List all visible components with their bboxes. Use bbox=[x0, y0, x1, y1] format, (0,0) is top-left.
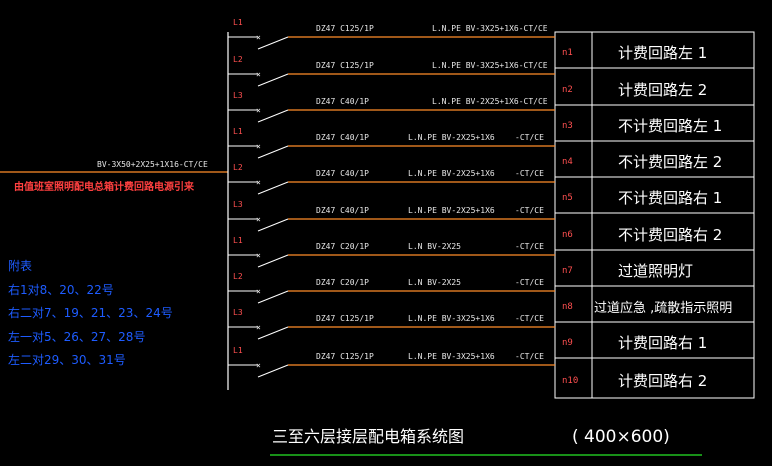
breaker-switch bbox=[257, 181, 289, 195]
breaker-x-mark: × bbox=[256, 361, 261, 370]
phase-label: L3 bbox=[233, 200, 243, 209]
breaker-label: DZ47 C20/1P bbox=[316, 278, 369, 287]
breaker-switch bbox=[257, 109, 289, 123]
notes-line: 右1对8、20、22号 bbox=[8, 282, 114, 297]
breaker-switch bbox=[257, 364, 289, 378]
breaker-x-mark: × bbox=[256, 215, 261, 224]
cable-label: L.N.PE BV-2X25+1X6 bbox=[408, 206, 495, 215]
circuit-number: n4 bbox=[562, 157, 573, 167]
circuit-name: 计费回路右 2 bbox=[618, 372, 707, 390]
cable-label: L.N BV-2X25 bbox=[408, 242, 461, 251]
breaker-x-mark: × bbox=[256, 33, 261, 42]
circuit-number: n9 bbox=[562, 338, 573, 348]
phase-label: L2 bbox=[233, 55, 243, 64]
phase-label: L2 bbox=[233, 163, 243, 172]
circuit-number: n2 bbox=[562, 85, 573, 95]
breaker-label: DZ47 C40/1P bbox=[316, 133, 369, 142]
cable-suffix-label: -CT/CE bbox=[515, 206, 544, 215]
breaker-x-mark: × bbox=[256, 70, 261, 79]
breaker-x-mark: × bbox=[256, 106, 261, 115]
cable-label: L.N.PE BV-3X25+1X6 bbox=[408, 314, 495, 323]
cable-suffix-label: -CT/CE bbox=[515, 314, 544, 323]
phase-label: L2 bbox=[233, 272, 243, 281]
circuit-name: 计费回路右 1 bbox=[618, 334, 707, 352]
notes-line: 左二对29、30、31号 bbox=[8, 352, 126, 367]
breaker-switch bbox=[257, 254, 289, 268]
circuit-name: 不计费回路左 2 bbox=[618, 153, 722, 171]
circuit-number: n3 bbox=[562, 121, 573, 131]
circuit-name: 不计费回路右 2 bbox=[618, 226, 722, 244]
cable-label: L.N.PE BV-3X25+1X6 bbox=[408, 352, 495, 361]
breaker-label: DZ47 C125/1P bbox=[316, 61, 374, 70]
incoming-source-label: 由值班室照明配电总箱计费回路电源引来 bbox=[14, 180, 195, 193]
phase-label: L1 bbox=[233, 18, 243, 27]
phase-label: L1 bbox=[233, 127, 243, 136]
breaker-x-mark: × bbox=[256, 251, 261, 260]
cable-suffix-label: -CT/CE bbox=[515, 278, 544, 287]
breaker-x-mark: × bbox=[256, 323, 261, 332]
breaker-switch bbox=[257, 73, 289, 87]
cable-label: L.N BV-2X25 bbox=[408, 278, 461, 287]
cable-suffix-label: -CT/CE bbox=[515, 352, 544, 361]
circuit-number: n8 bbox=[562, 302, 573, 312]
circuit-name: 计费回路左 1 bbox=[618, 44, 707, 62]
circuit-name: 不计费回路左 1 bbox=[618, 117, 722, 135]
breaker-label: DZ47 C40/1P bbox=[316, 206, 369, 215]
circuit-number: n1 bbox=[562, 48, 573, 58]
phase-label: L1 bbox=[233, 236, 243, 245]
notes-line: 右二对7、19、21、23、24号 bbox=[8, 305, 173, 320]
breaker-label: DZ47 C40/1P bbox=[316, 169, 369, 178]
breaker-label: DZ47 C20/1P bbox=[316, 242, 369, 251]
breaker-switch bbox=[257, 290, 289, 304]
cable-suffix-label: -CT/CE bbox=[515, 133, 544, 142]
breaker-label: DZ47 C40/1P bbox=[316, 97, 369, 106]
cable-label: L.N.PE BV-3X25+1X6-CT/CE bbox=[432, 24, 548, 33]
circuit-number: n10 bbox=[562, 376, 578, 386]
breaker-label: DZ47 C125/1P bbox=[316, 314, 374, 323]
box-size: ( 400×600) bbox=[572, 427, 670, 447]
breaker-switch bbox=[257, 218, 289, 232]
circuit-number: n5 bbox=[562, 193, 573, 203]
cable-label: L.N.PE BV-2X25+1X6-CT/CE bbox=[432, 97, 548, 106]
cable-label: L.N.PE BV-2X25+1X6 bbox=[408, 133, 495, 142]
cable-label: L.N.PE BV-3X25+1X6-CT/CE bbox=[432, 61, 548, 70]
phase-label: L1 bbox=[233, 346, 243, 355]
circuit-number: n7 bbox=[562, 266, 573, 276]
cable-suffix-label: -CT/CE bbox=[515, 169, 544, 178]
cable-suffix-label: -CT/CE bbox=[515, 242, 544, 251]
cable-label: L.N.PE BV-2X25+1X6 bbox=[408, 169, 495, 178]
breaker-switch bbox=[257, 145, 289, 159]
notes-line: 左一对5、26、27、28号 bbox=[8, 329, 145, 344]
circuit-number: n6 bbox=[562, 230, 573, 240]
circuit-table bbox=[554, 31, 755, 399]
breaker-x-mark: × bbox=[256, 178, 261, 187]
phase-label: L3 bbox=[233, 91, 243, 100]
circuit-name: 过道照明灯 bbox=[618, 262, 693, 280]
phase-label: L3 bbox=[233, 308, 243, 317]
circuit-name: 计费回路左 2 bbox=[618, 81, 707, 99]
breaker-label: DZ47 C125/1P bbox=[316, 24, 374, 33]
breaker-x-mark: × bbox=[256, 287, 261, 296]
breaker-label: DZ47 C125/1P bbox=[316, 352, 374, 361]
breaker-switch bbox=[257, 326, 289, 340]
circuit-name: 过道应急 ,疏散指示照明 bbox=[594, 300, 732, 316]
notes-heading: 附表 bbox=[8, 259, 32, 273]
breaker-switch bbox=[257, 36, 289, 50]
breaker-x-mark: × bbox=[256, 142, 261, 151]
diagram-title: 三至六层接层配电箱系统图 bbox=[272, 427, 464, 446]
circuit-name: 不计费回路右 1 bbox=[618, 189, 722, 207]
incoming-cable-label: BV-3X50+2X25+1X16-CT/CE bbox=[97, 160, 208, 169]
